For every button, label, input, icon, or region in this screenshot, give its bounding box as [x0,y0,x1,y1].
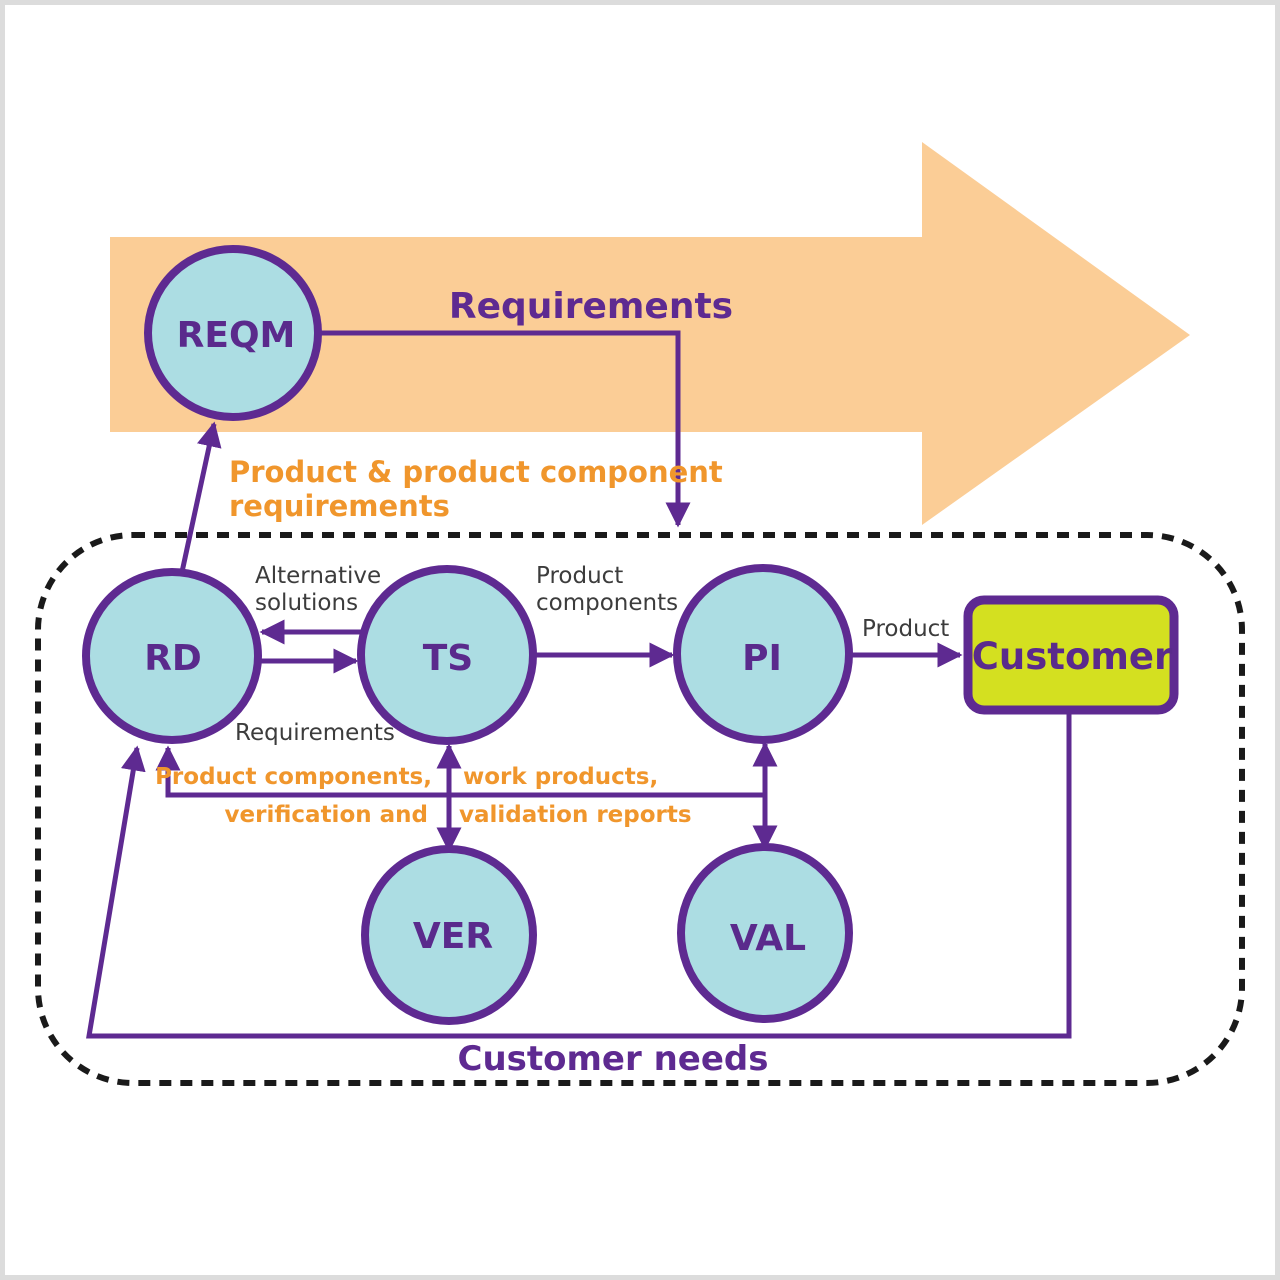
label-requirements-rd-ts: Requirements [235,720,395,746]
node-ver-label: VER [413,916,493,957]
connector-feedback-to-rd [155,745,765,798]
node-rd[interactable]: RD [82,568,262,744]
label-feedback-left-2: verification and [225,802,428,828]
connector-rd-to-reqm [179,421,222,573]
label-product-component-requirements-2: requirements [229,489,450,523]
label-alternative-solutions-2: solutions [255,590,358,616]
node-pi-label: PI [742,638,782,679]
label-alternative-solutions-1: Alternative [255,563,381,589]
label-product-components-2: components [536,590,678,616]
node-pi[interactable]: PI [673,564,853,744]
node-ts[interactable]: TS [357,565,537,745]
label-feedback-right-1: work products, [463,764,658,790]
node-ver[interactable]: VER [361,845,537,1025]
connector-reqm-to-boundary [318,330,691,528]
label-feedback-right-2: validation reports [459,802,692,828]
node-val-label: VAL [730,918,806,959]
node-rd-label: RD [144,638,202,679]
node-customer-label: Customer [972,635,1173,678]
label-product-component-requirements-1: Product & product component [229,455,723,489]
node-val[interactable]: VAL [677,843,853,1023]
connector-customer-needs [86,712,1072,1039]
project-boundary [35,532,1245,1086]
node-customer[interactable]: Customer [963,595,1179,715]
label-product-components-1: Product [536,563,623,589]
node-reqm[interactable]: REQM [144,245,322,421]
node-reqm-label: REQM [177,315,296,356]
label-requirements-top: Requirements [449,286,733,327]
node-ts-label: TS [423,638,473,679]
label-feedback-left-1: Product components, [155,764,432,790]
label-product: Product [862,616,949,642]
label-customer-needs: Customer needs [458,1039,769,1079]
